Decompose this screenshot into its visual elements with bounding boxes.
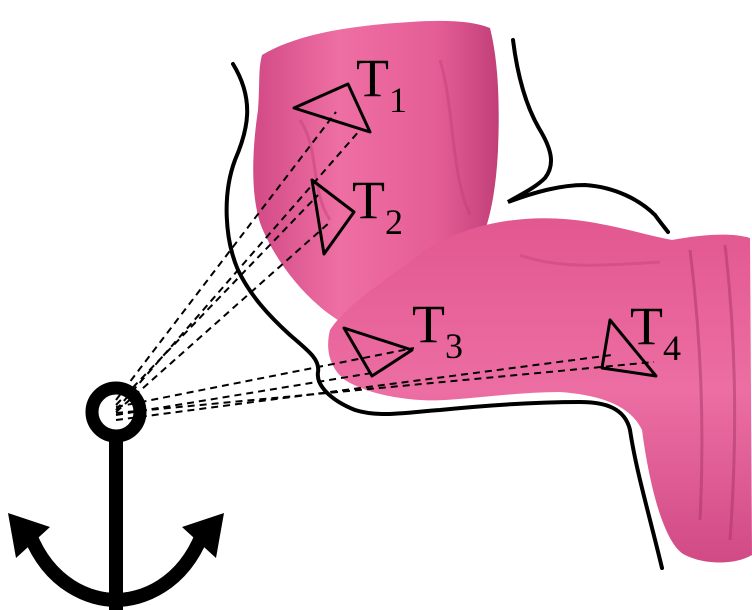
- tissue-model: [253, 21, 752, 563]
- anchor-icon: [8, 388, 224, 610]
- right-wall-contour: [508, 40, 668, 232]
- anchor-shank: [109, 435, 123, 610]
- sight-line-t2-lower: [116, 222, 330, 412]
